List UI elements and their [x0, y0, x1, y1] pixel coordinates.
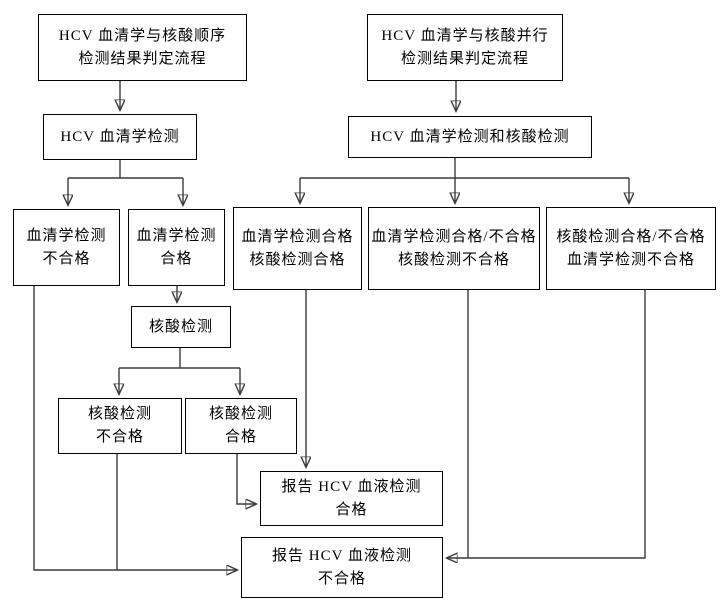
node-nat-fail-any-serology-label: 血清学检测合格/不合格 核酸检测不合格: [371, 228, 537, 268]
node-serology-pass-label: 血清学检测 合格: [136, 227, 217, 267]
node-flow2-parallel-test-label: HCV 血清学检测和核酸检测: [370, 128, 570, 145]
node-serology-fail-any-nat: 核酸检测合格/不合格 血清学检测不合格: [546, 207, 716, 290]
node-nat-test-label: 核酸检测: [148, 318, 213, 335]
node-nat-fail-label: 核酸检测 不合格: [87, 406, 152, 445]
node-serology-fail: 血清学检测 不合格: [13, 209, 120, 286]
node-serology-fail-any-nat-label: 核酸检测合格/不合格 血清学检测不合格: [556, 228, 706, 268]
node-flow2-title-label: HCV 血清学与核酸并行 检测结果判定流程: [381, 27, 549, 67]
node-flow2-parallel-test: HCV 血清学检测和核酸检测: [348, 116, 592, 158]
node-flow1-serology-test-label: HCV 血清学检测: [60, 128, 180, 145]
node-flow2-title: HCV 血清学与核酸并行 检测结果判定流程: [367, 14, 563, 81]
node-report-pass: 报告 HCV 血液检测 合格: [260, 471, 443, 526]
edge-serology-fail-any-to-report-fail: [447, 290, 646, 558]
edge-nat-pass-to-report-pass: [236, 454, 256, 504]
node-both-pass-label: 血清学检测合格 核酸检测合格: [241, 228, 354, 268]
node-nat-fail-any-serology: 血清学检测合格/不合格 核酸检测不合格: [368, 207, 540, 290]
node-nat-pass-label: 核酸检测 合格: [208, 406, 273, 445]
node-flow1-title-label: HCV 血清学与核酸顺序 检测结果判定流程: [58, 27, 227, 67]
node-serology-pass: 血清学检测 合格: [128, 209, 225, 286]
node-serology-fail-label: 血清学检测 不合格: [26, 227, 107, 267]
node-nat-test: 核酸检测: [131, 306, 231, 348]
node-report-fail-label: 报告 HCV 血液检测 不合格: [272, 547, 412, 587]
node-flow1-serology-test: HCV 血清学检测: [43, 114, 197, 160]
node-flow1-title: HCV 血清学与核酸顺序 检测结果判定流程: [38, 14, 247, 81]
node-nat-pass: 核酸检测 合格: [185, 398, 297, 454]
node-report-fail: 报告 HCV 血液检测 不合格: [241, 537, 443, 598]
node-report-pass-label: 报告 HCV 血液检测 合格: [281, 478, 422, 518]
node-both-pass: 血清学检测合格 核酸检测合格: [233, 207, 362, 290]
node-nat-fail: 核酸检测 不合格: [58, 398, 182, 454]
